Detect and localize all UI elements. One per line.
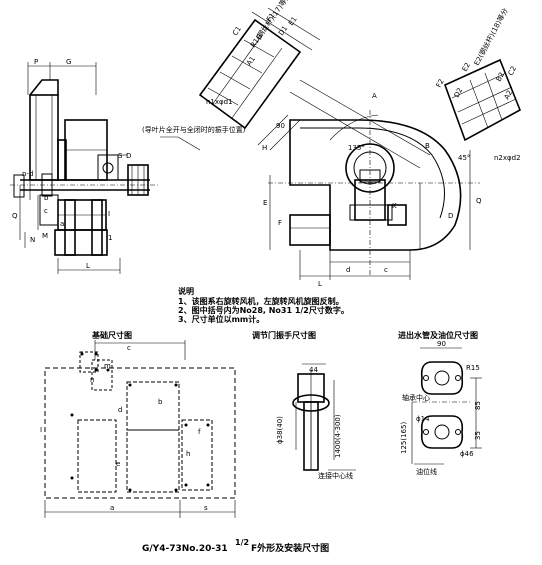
title-fraction: 1/2 bbox=[235, 538, 249, 547]
dim-label-d: D bbox=[448, 212, 453, 220]
angle-45: 45° bbox=[458, 154, 470, 162]
title-tail: F外形及安装尺寸图 bbox=[251, 542, 329, 554]
dim-label-90: 90 bbox=[276, 122, 285, 130]
dim-label-f1: F1 bbox=[265, 12, 276, 24]
dim-label-sc: c bbox=[384, 266, 388, 274]
fd-label-f: f bbox=[198, 428, 201, 436]
dim-label-h: H bbox=[262, 144, 267, 152]
dp-label-length: 1400(4-300) bbox=[334, 414, 342, 458]
main-front-view: P G S D bbox=[10, 58, 160, 274]
angle-135: 135° bbox=[348, 144, 365, 152]
dim-label-b1: B bbox=[255, 32, 264, 41]
pp-label-90: 90 bbox=[437, 340, 446, 348]
dim-label-d2: D2 bbox=[453, 86, 465, 98]
pp-label-bearing: 轴承中心 bbox=[402, 393, 430, 402]
foundation-title: 基础尺寸图 bbox=[91, 330, 132, 340]
dim-label-f: F bbox=[278, 219, 282, 227]
fd-label-c: c bbox=[127, 344, 131, 352]
dim-label-sl: L bbox=[318, 280, 322, 288]
dim-label-a: A bbox=[372, 92, 377, 100]
note-1: 1、该图系右旋转风机，左旋转风机旋图反制。 bbox=[178, 296, 344, 306]
pp-label-125: 125(165) bbox=[400, 422, 408, 454]
fd-label-d: d bbox=[118, 406, 122, 414]
note-2: 2、图中括号内为No28, No31 1/2尺寸数字。 bbox=[178, 305, 349, 315]
dim-label-d: D bbox=[126, 152, 131, 160]
notes-block: 说明 1、该图系右旋转风机，左旋转风机旋图反制。 2、图中括号内为No28, N… bbox=[178, 286, 349, 324]
fd-label-e: e bbox=[116, 460, 120, 468]
dim-label-b: b bbox=[44, 194, 49, 202]
damper-title: 调节门振手尺寸图 bbox=[252, 330, 316, 340]
dp-label-44: 44 bbox=[309, 366, 318, 374]
dp-label-center: 连接中心线 bbox=[318, 471, 353, 480]
dim-label-e: E bbox=[263, 199, 267, 207]
pipe-view: 90 R15 轴承中心 ϕ14 ϕ46 85 35 125(165) 油位线 bbox=[400, 340, 482, 476]
dim-label-q: Q bbox=[476, 197, 482, 205]
dim-label-c2: C2 bbox=[507, 65, 518, 77]
dim-label-l: L bbox=[86, 262, 90, 270]
dim-label-nd: n-d bbox=[22, 170, 33, 178]
dim-label-c: c bbox=[44, 207, 48, 215]
pp-label-35: 35 bbox=[474, 431, 482, 440]
n2-label: n2xφd2 bbox=[494, 154, 521, 162]
dim-label-g: G bbox=[66, 58, 71, 66]
dim-label-s: S bbox=[118, 152, 123, 160]
dim-label-sd: d bbox=[346, 266, 350, 274]
dim-label-f2: F2 bbox=[435, 78, 446, 89]
fd-label-n: n bbox=[90, 376, 94, 384]
drawing-title: G/Y4-73No.20-31 1/2 F外形及安装尺寸图 bbox=[142, 538, 329, 554]
pipe-title: 进出水管及油位尺寸图 bbox=[398, 330, 478, 340]
pp-label-d14: ϕ14 bbox=[416, 415, 430, 423]
fd-label-m: m bbox=[104, 362, 111, 370]
dim-label-a: a bbox=[60, 220, 64, 228]
notes-heading: 说明 bbox=[178, 286, 194, 296]
foundation-view: c m n I d b e h f bbox=[40, 340, 236, 518]
pp-label-d46: ϕ46 bbox=[460, 450, 474, 458]
dim-label-p: P bbox=[34, 58, 38, 66]
fd-label-s: s bbox=[204, 504, 208, 512]
fd-label-a: a bbox=[110, 504, 114, 512]
pp-label-oil: 油位线 bbox=[416, 467, 437, 476]
dim-label-c1: C1 bbox=[231, 25, 243, 37]
dim-label-n: N bbox=[30, 236, 35, 244]
title-main: G/Y4-73No.20-31 bbox=[142, 544, 228, 554]
dim-label-i: I bbox=[108, 210, 110, 218]
dim-label-1: 1 bbox=[108, 234, 112, 242]
fd-label-b: b bbox=[158, 398, 163, 406]
dim-label-e1: E1 bbox=[287, 15, 299, 27]
fd-label-h: h bbox=[186, 450, 190, 458]
pp-label-r15: R15 bbox=[466, 364, 480, 372]
dp-label-diam: ϕ38(40) bbox=[276, 416, 284, 444]
inlet-text: E2(钢丝杆)(18)等分 bbox=[472, 6, 510, 66]
dim-label-b: B bbox=[425, 142, 430, 150]
damper-view: 44 ϕ38(40) 1400(4-300) 连接中心线 bbox=[276, 363, 356, 480]
guide-annotation: (导叶片全开与全闭时的振手位置) bbox=[142, 125, 246, 134]
dim-label-m: M bbox=[42, 232, 48, 240]
dim-label-d1: D1 bbox=[277, 24, 289, 37]
dim-label-q: Q bbox=[12, 212, 18, 220]
dim-label-e2: E2 bbox=[461, 61, 472, 73]
fd-label-i: I bbox=[40, 426, 42, 434]
side-view: C1 F1 D1 B E1 A1 R1(钢丝杆)(17)等分 n1xφd1 F2… bbox=[198, 0, 522, 288]
dim-label-k: K bbox=[392, 202, 397, 210]
pp-label-85: 85 bbox=[474, 401, 482, 410]
dim-label-a1: A1 bbox=[245, 55, 257, 67]
dim-label-a2: A2 bbox=[503, 89, 514, 101]
note-3: 3、尺寸单位以mm计。 bbox=[178, 314, 264, 324]
dim-label-b2: B2 bbox=[495, 71, 506, 83]
n1-label: n1xφd1 bbox=[206, 98, 233, 106]
